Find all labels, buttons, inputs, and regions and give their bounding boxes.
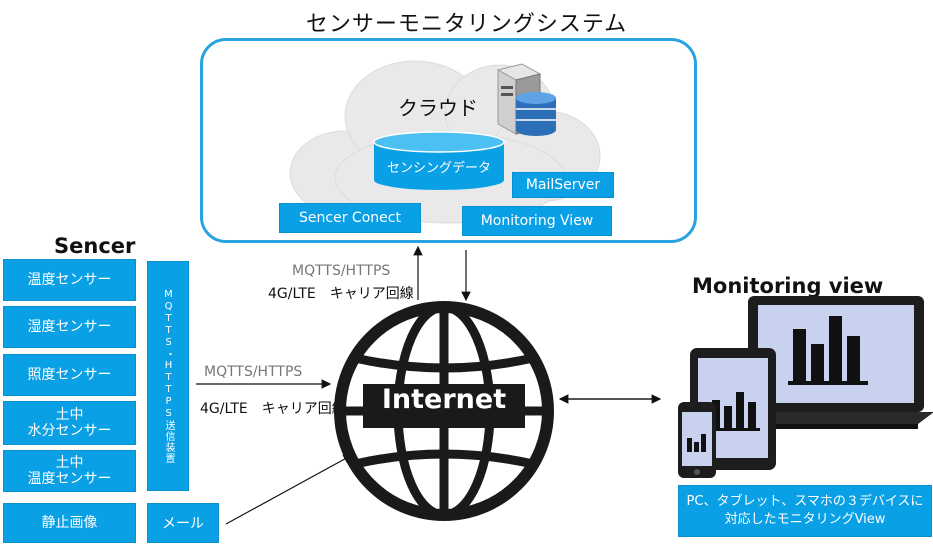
cloud-protocol-label: MQTTS/HTTPS — [292, 263, 391, 279]
monitoring-view-box: Monitoring View — [462, 206, 612, 236]
globe-icon — [334, 301, 554, 521]
diagram-title: センサーモニタリングシステム — [305, 12, 628, 37]
arrow-mail-to-internet — [225, 454, 354, 525]
static-image-box: 静止画像 — [3, 503, 136, 543]
sensor-soil-temperature: 土中温度センサー — [3, 450, 136, 492]
sensing-data-cylinder — [373, 131, 505, 190]
mail-box: メール — [147, 503, 219, 543]
mail-server-box: MailServer — [512, 172, 614, 198]
transmitter-label: MQTTS・HTTPS送信装置 — [163, 288, 174, 464]
internet-label: Internet — [381, 384, 507, 415]
laptop-icon — [724, 296, 933, 429]
sencer-conect-box: Sencer Conect — [279, 203, 421, 233]
sensor-soil-moisture: 土中水分センサー — [3, 401, 136, 445]
monitoring-caption: PC、タブレット、スマホの３デバイスに 対応したモニタリングView — [678, 485, 932, 537]
sensing-data-label: センシングデータ — [386, 161, 491, 176]
sensor-temperature: 温度センサー — [3, 259, 136, 301]
sencer-heading: Sencer — [54, 234, 136, 258]
sensor-illuminance: 照度センサー — [3, 354, 136, 396]
cloud-label: クラウド — [398, 96, 478, 120]
sensor-protocol-label: MQTTS/HTTPS — [204, 364, 303, 380]
sensor-carrier-label: 4G/LTE キャリア回線 — [200, 401, 346, 417]
database-icon — [516, 92, 556, 136]
devices-graphic — [678, 296, 933, 478]
smartphone-icon — [678, 402, 716, 478]
transmitter-box: MQTTS・HTTPS送信装置 — [147, 261, 189, 491]
monitoring-heading: Monitoring view — [692, 274, 884, 298]
sensor-humidity: 湿度センサー — [3, 306, 136, 348]
cloud-carrier-label: 4G/LTE キャリア回線 — [268, 286, 414, 302]
